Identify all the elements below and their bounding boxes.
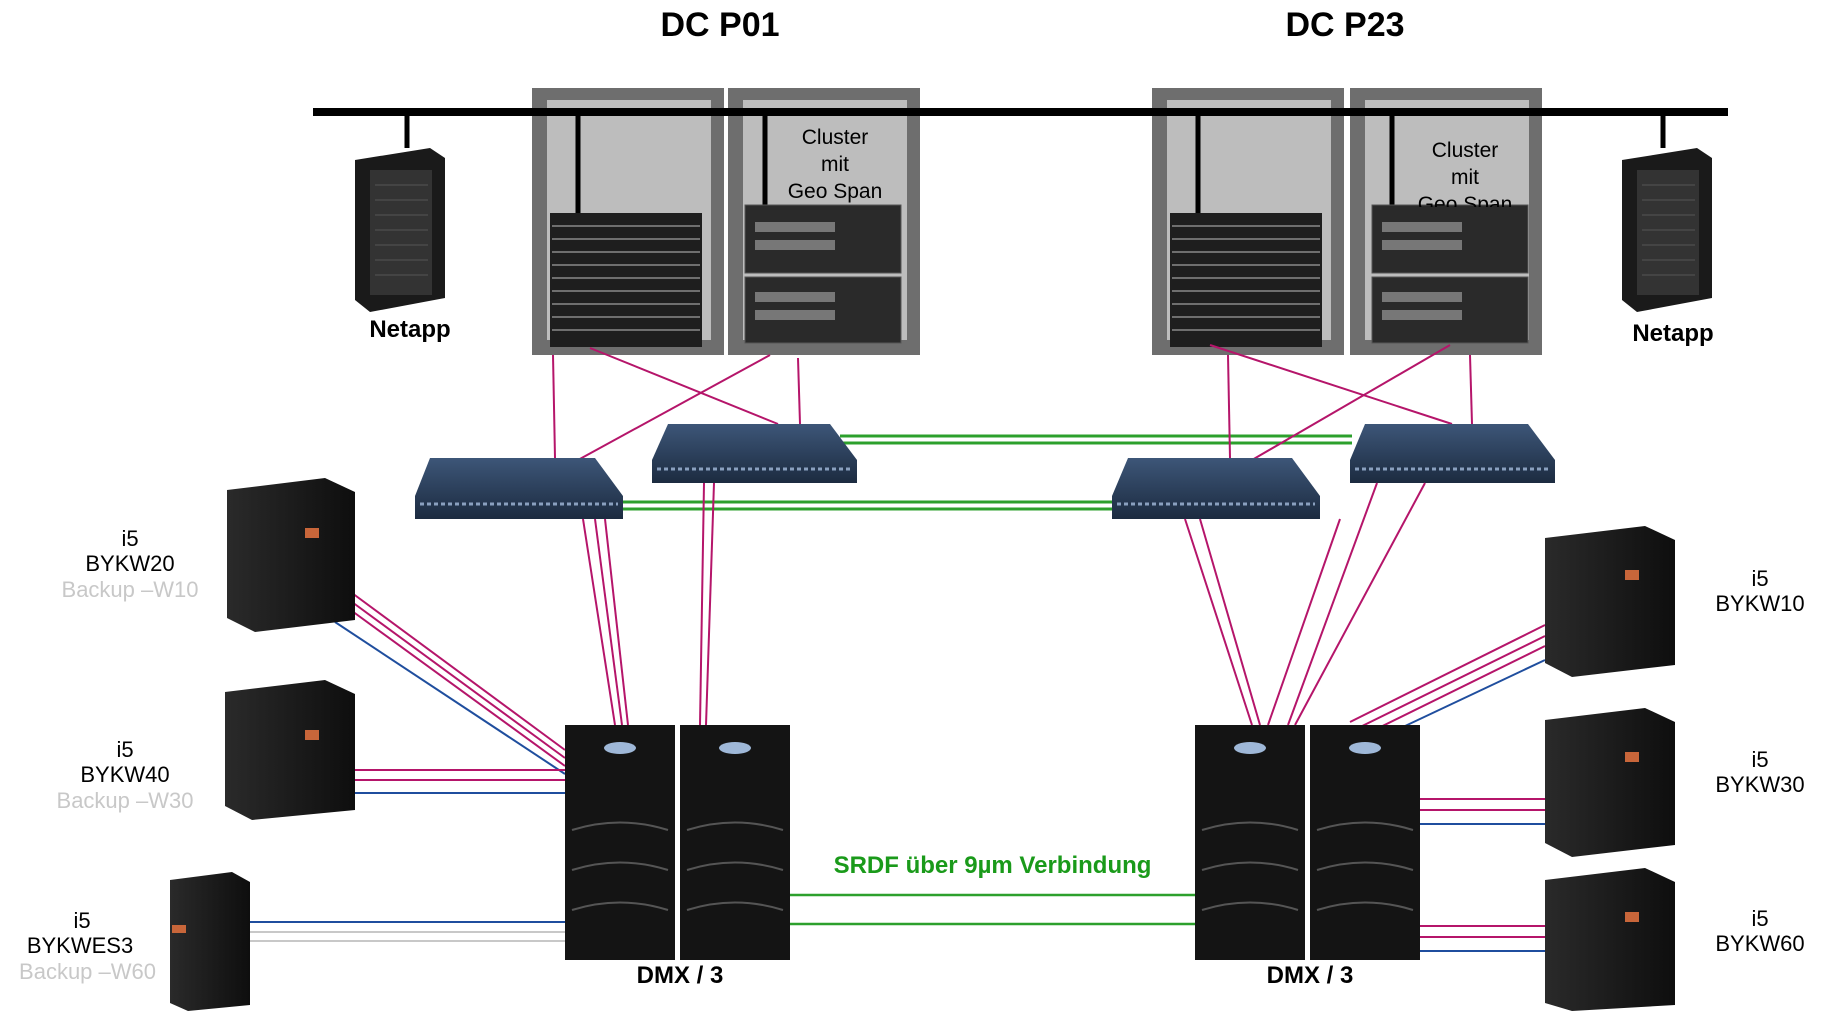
netapp-right-label: Netapp	[1632, 320, 1714, 347]
title-dc-p23: DC P23	[1285, 6, 1405, 44]
netapp-left-label: Netapp	[369, 316, 451, 343]
i5-server-bykw40	[225, 680, 355, 820]
bykw10-name: BYKW10	[1715, 591, 1805, 617]
blade-server-p23	[1170, 213, 1322, 347]
srdf-links	[790, 893, 1195, 926]
i5-server-bykwes3	[170, 872, 250, 1011]
bykw40-type: i5	[116, 737, 134, 762]
label-bykw10: i5 BYKW10	[1690, 566, 1830, 617]
dmx-storage-left	[565, 725, 790, 960]
dmx-left-label: DMX / 3	[636, 962, 724, 989]
bykwes3-backup: Backup –W60	[19, 958, 156, 984]
fc-switch-p01-b	[652, 424, 857, 483]
backbone-drops	[404, 112, 1666, 215]
cluster-left-line3: Geo Span	[787, 180, 883, 203]
cluster-label-right: Cluster mit Geo Span	[1400, 137, 1530, 207]
bykw10-type: i5	[1751, 566, 1769, 591]
label-bykw30: i5 BYKW30	[1690, 747, 1830, 798]
dmx-storage-right	[1195, 725, 1420, 960]
dmx-right-label: DMX / 3	[1266, 962, 1354, 989]
cluster-right-line2: mit	[1451, 166, 1479, 189]
cluster-right-line3: Geo Span	[1417, 193, 1513, 207]
label-bykw20: i5 BYKW20 Backup –W10	[40, 526, 220, 602]
fc-switch-p23-b	[1350, 424, 1555, 483]
bykw30-name: BYKW30	[1715, 772, 1805, 798]
isl-links	[615, 434, 1352, 511]
bykw20-type: i5	[121, 526, 139, 551]
netapp-right	[1622, 148, 1712, 312]
cluster-label-left: Cluster mit Geo Span	[770, 124, 900, 205]
i5-server-bykw30	[1545, 708, 1675, 857]
label-bykwes3: i5 BYKWES3 Backup –W60	[0, 908, 160, 984]
title-dc-p01: DC P01	[660, 6, 780, 44]
i5-server-bykw60	[1545, 868, 1675, 1011]
bykw20-backup: Backup –W10	[61, 576, 199, 602]
fc-switch-p23-a	[1112, 458, 1320, 519]
cluster-left-line2: mit	[821, 153, 849, 176]
label-bykw40: i5 BYKW40 Backup –W30	[35, 737, 215, 813]
cluster-right-line1: Cluster	[1431, 139, 1499, 162]
bykw60-name: BYKW60	[1715, 931, 1805, 957]
i5-server-bykw10	[1545, 526, 1675, 677]
cluster-server-p01	[744, 204, 902, 344]
bykw30-type: i5	[1751, 747, 1769, 772]
bykw40-backup: Backup –W30	[56, 787, 194, 813]
netapp-left	[355, 148, 445, 312]
fc-switch-p01-a	[415, 458, 623, 519]
fc-links-rack-to-switch	[552, 344, 1473, 461]
srdf-label: SRDF über 9µm Verbindung	[833, 852, 1152, 879]
bykwes3-name: BYKWES3	[26, 933, 134, 959]
bykw20-name: BYKW20	[85, 551, 175, 577]
cluster-left-line1: Cluster	[801, 126, 869, 149]
bykw40-name: BYKW40	[80, 762, 170, 788]
blade-server-p01	[550, 213, 702, 347]
label-bykw60: i5 BYKW60	[1690, 906, 1830, 957]
server-links-left	[250, 592, 566, 942]
i5-server-bykw20	[227, 478, 355, 632]
bykwes3-type: i5	[73, 908, 91, 933]
cluster-server-p23	[1371, 204, 1529, 344]
fc-links-switch-to-dmx	[582, 482, 1426, 726]
bykw60-type: i5	[1751, 906, 1769, 931]
